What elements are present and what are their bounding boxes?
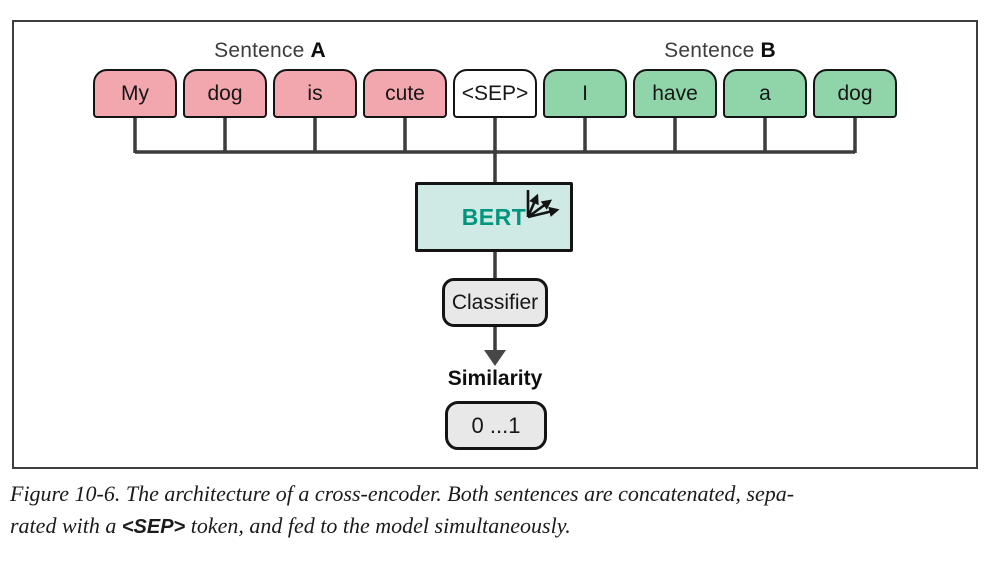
caption-line-2: rated with a <SEP> token, and fed to the… (10, 510, 1000, 543)
sentence-b-letter: B (760, 39, 776, 62)
token-is: is (273, 69, 357, 118)
caption-line-1-text: Figure 10-6. The architecture of a cross… (10, 481, 795, 506)
figure-frame: Sentence A Sentence B My dog is cute <SE… (12, 20, 978, 469)
sentence-b-word: Sentence (664, 39, 755, 62)
token-dog-b: dog (813, 69, 897, 118)
caption-line-2-post: token, and fed to the model simultaneous… (185, 513, 571, 538)
bert-label: BERT (461, 203, 527, 230)
figure-caption: Figure 10-6. The architecture of a cross… (10, 478, 1000, 543)
caption-line-1: Figure 10-6. The architecture of a cross… (10, 478, 1000, 510)
down-arrowhead (484, 350, 506, 366)
fan-out-arrows-icon (526, 190, 560, 219)
token-have: have (633, 69, 717, 118)
token-a: a (723, 69, 807, 118)
sentence-a-word: Sentence (214, 39, 305, 62)
token-dog-a: dog (183, 69, 267, 118)
sentence-a-letter: A (310, 39, 326, 62)
classifier-box: Classifier (442, 278, 548, 327)
connector-lines (133, 118, 857, 366)
bert-box: BERT (415, 182, 573, 252)
caption-line-2-pre: rated with a (10, 513, 122, 538)
token-row: My dog is cute <SEP> I have a dog (93, 69, 897, 118)
token-sep: <SEP> (453, 69, 537, 118)
token-i: I (543, 69, 627, 118)
similarity-label: Similarity (447, 367, 543, 390)
token-my: My (93, 69, 177, 118)
similarity-range-box: 0 ...1 (445, 401, 547, 450)
token-cute: cute (363, 69, 447, 118)
sentence-a-label: Sentence A (93, 38, 447, 64)
sentence-b-label: Sentence B (543, 38, 897, 64)
caption-sep-token: <SEP> (121, 516, 186, 538)
